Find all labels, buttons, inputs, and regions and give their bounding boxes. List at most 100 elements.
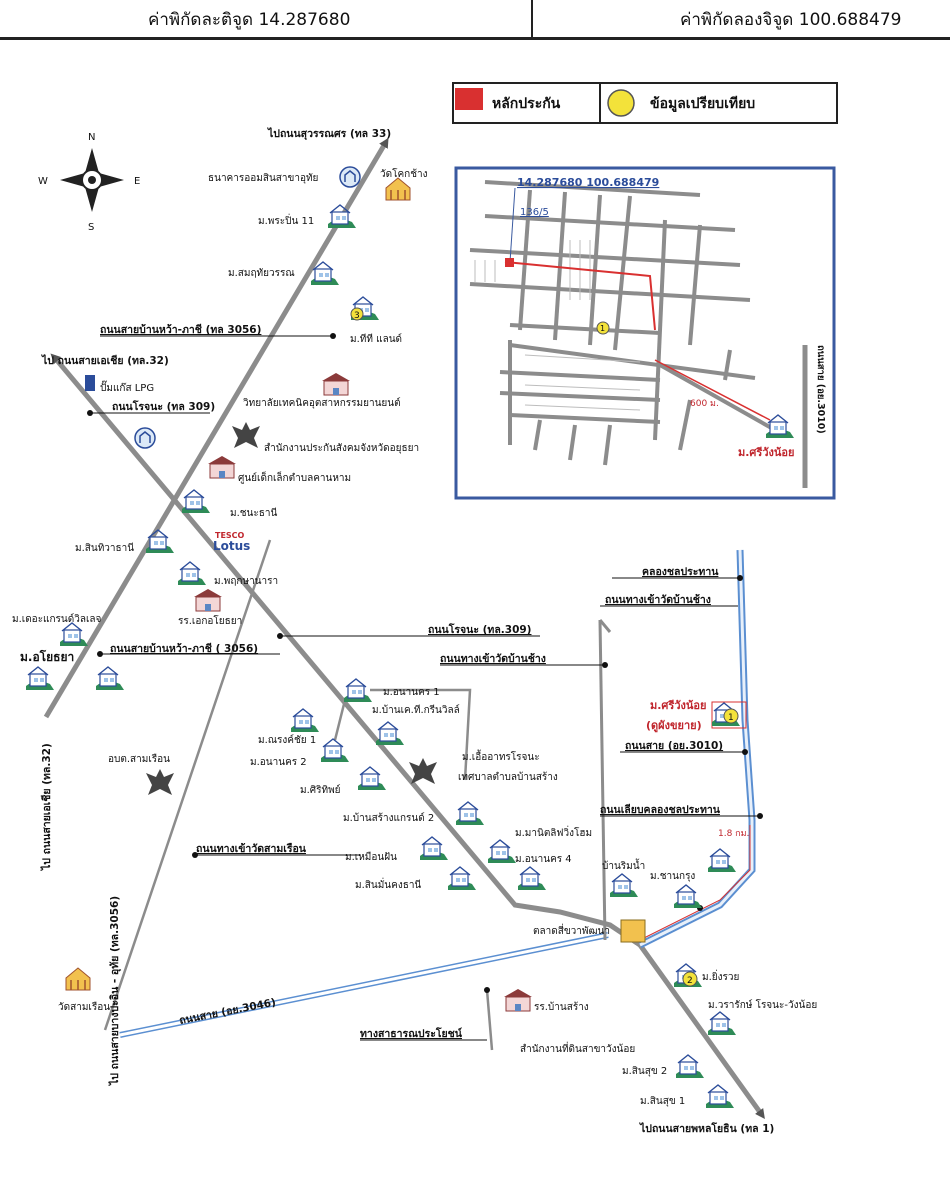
maneeliving-label: ม.มานิตลิฟวิ่งโฮม <box>515 825 592 839</box>
wat-samruen-label: วัดสามเรือน <box>58 1001 110 1013</box>
grand-ville-label: ม.เดอะแกรนด์วิลเลจ <box>12 613 102 625</box>
sinsuk1-house-icon <box>705 1084 735 1109</box>
bansang-grand-label: ม.บ้านสร้างแกรนด์ 2 <box>343 812 434 824</box>
ananakorn2-label: ม.อนานคร 2 <box>250 757 307 768</box>
sso-label: สำนักงานประกันสังคมจังหวัดอยุธยา <box>264 443 419 454</box>
tesco-label: TESCO <box>215 531 245 540</box>
inset-pointer-line <box>509 187 516 263</box>
kt-greenville-house-icon <box>375 721 405 746</box>
euaarthorn-road-line <box>370 688 472 781</box>
inset-village-label: ม.ศรีวังน้อย <box>738 446 794 459</box>
public-way-line <box>485 989 494 1051</box>
maneeliving-house-icon <box>487 839 517 864</box>
government-seal-icon <box>134 427 156 449</box>
srivangnoi-box <box>711 701 747 729</box>
child-center-label: ศูนย์เด็กเล็กตำบลคานหาม <box>238 470 351 484</box>
distance-1-8-label: 1.8 กม. <box>718 829 749 839</box>
sinthavathani-house-icon <box>145 529 175 554</box>
muenfun-label: ม.เหมือนฝัน <box>345 851 397 863</box>
bansang-school-icon <box>503 988 533 1012</box>
ananakorn2-house-icon <box>320 738 350 763</box>
compass-n-label: N <box>88 132 95 143</box>
banchang-road-label-2: ถนนทางเข้าวัดบ้านช้าง <box>440 652 546 665</box>
banchang-road-line <box>598 619 607 941</box>
banrimnam-label: บ้านริมน้ำ <box>602 858 645 872</box>
samruen-sao-label: อบต.สามเรือน <box>108 753 170 765</box>
compass-rose-icon: N S E W <box>38 132 140 233</box>
inset-road-label: ถนนสาย (อย.3010) <box>815 345 826 434</box>
leader-lines <box>90 335 760 1041</box>
inset-lots <box>474 240 641 411</box>
road-3010-label: ถนนสาย (อย.3010) <box>625 740 723 752</box>
samruen-sao-garuda-icon <box>146 769 174 795</box>
narongchai-label: ม.ณรงค์ชัย 1 <box>258 734 316 746</box>
market-icon <box>620 919 646 943</box>
siripat-house-icon <box>357 766 387 791</box>
canal-side-road-label: ถนนเลียบคลองชลประทาน <box>600 803 721 816</box>
phraphin-house-icon <box>327 204 357 229</box>
bansang-grand-house-icon <box>455 801 485 826</box>
irrigation-canal <box>638 549 756 949</box>
chanathani-house-icon <box>181 489 211 514</box>
sinsuk1-label: ม.สินสุข 1 <box>640 1096 685 1107</box>
market-label: ตลาดสี่ขวาพัฒนา <box>533 923 610 937</box>
inset-coords-label: 14.287680 100.688479 <box>517 176 659 189</box>
grand-ville-house-icon <box>59 622 89 647</box>
inset-comparable-marker <box>596 321 610 335</box>
compass-e-label: E <box>134 176 140 187</box>
gsb-label: ธนาคารออมสินสาขาอุทัย <box>208 173 318 184</box>
inset-comparable-number: 1 <box>600 324 605 333</box>
samruen-temple-road-label: ถนนทางเข้าวัดสามเรือน <box>196 842 307 855</box>
sinmankong-label: ม.สินมั่นคงธานี <box>355 877 421 891</box>
lotus-label: Lotus <box>213 539 250 553</box>
chankrung-house-icon <box>707 848 737 873</box>
sso-garuda-icon <box>232 422 260 448</box>
longitude-label: ค่าพิกัดลองจิจูด 100.688479 <box>680 10 902 30</box>
to-bangpa-in-label: ไป ถนนสายบางปะอิน - อุทัย (ทล.3056) <box>108 896 122 1086</box>
comparable-1-number: 1 <box>728 713 734 723</box>
road-rojana-line <box>53 356 765 1120</box>
public-way-label: ทางสาธารณประโยชน์ <box>360 1027 463 1040</box>
compass-s-label: S <box>88 222 94 233</box>
road-junction-dots <box>87 333 763 993</box>
vararak-house-icon <box>707 1011 737 1036</box>
main-roads <box>43 137 765 1120</box>
chon-canal-label: คลองชลประทาน <box>642 566 719 578</box>
ekayothaya-school-label: รร.เอกอโยธยา <box>178 614 242 627</box>
child-center-icon <box>207 455 237 479</box>
comparable-legend-label: ข้อมูลเปรียบเทียบ <box>650 96 755 112</box>
yingruay-label: ม.ยิ่งรวย <box>702 969 739 983</box>
road-3046-label: ถนนสาย (อย.3046) <box>178 996 277 1026</box>
phraphin-label: ม.พระปิ่น 11 <box>258 213 314 227</box>
ananakorn1-house-icon <box>343 678 373 703</box>
sinsuk2-label: ม.สินสุข 2 <box>622 1066 667 1077</box>
inset-map: 14.287680 100.688479 136/5 600 ม. ถนนสาย… <box>454 166 836 500</box>
legend: หลักประกัน ข้อมูลเปรียบเทียบ <box>452 82 838 124</box>
tessaban-label: เทศบาลตำบลบ้านสร้าง <box>458 771 558 783</box>
bansang-school-label: รร.บ้านสร้าง <box>534 1001 589 1013</box>
wat-samruen-icon <box>65 967 91 991</box>
ananakorn1-label: ม.อนานคร 1 <box>383 687 440 698</box>
ananakorn4-label: ม.อนานคร 4 <box>515 854 572 865</box>
vararak-label: ม.วรารักษ์ โรจนะ-วังน้อย <box>708 998 817 1011</box>
chankrung2-house-icon <box>673 884 703 909</box>
collateral-marker <box>505 258 514 267</box>
kt-greenville-label: ม.บ้านเค.ที.กรีนวิลล์ <box>372 704 460 716</box>
srivangnoi-ext-label: ม.ศรีวังน้อย <box>650 699 706 712</box>
inset-plot-label: 136/5 <box>520 207 549 218</box>
banrimnam-house-icon <box>609 873 639 898</box>
sinthavathani-label: ม.สินทิวาธานี <box>75 542 134 554</box>
latitude-label: ค่าพิกัดละติจูด 14.287680 <box>148 10 351 30</box>
lpg-icon <box>85 375 95 391</box>
tech-college-icon <box>321 372 351 396</box>
muenfun-house-icon <box>419 836 449 861</box>
lpg-label: ปั๊มแก๊ส LPG <box>100 380 154 394</box>
land-office-label: สำนักงานที่ดินสาขาวังน้อย <box>520 1041 635 1055</box>
road-suwannasorn-line <box>43 137 389 719</box>
inset-distance-label: 600 ม. <box>690 399 719 409</box>
ayothaya-label: ม.อโยธยา <box>20 649 74 664</box>
euaarthorn-label: ม.เอื้ออาทรโรจนะ <box>462 749 540 763</box>
tt-land-number: 3 <box>354 311 360 321</box>
comparable-2-number: 2 <box>687 976 693 986</box>
